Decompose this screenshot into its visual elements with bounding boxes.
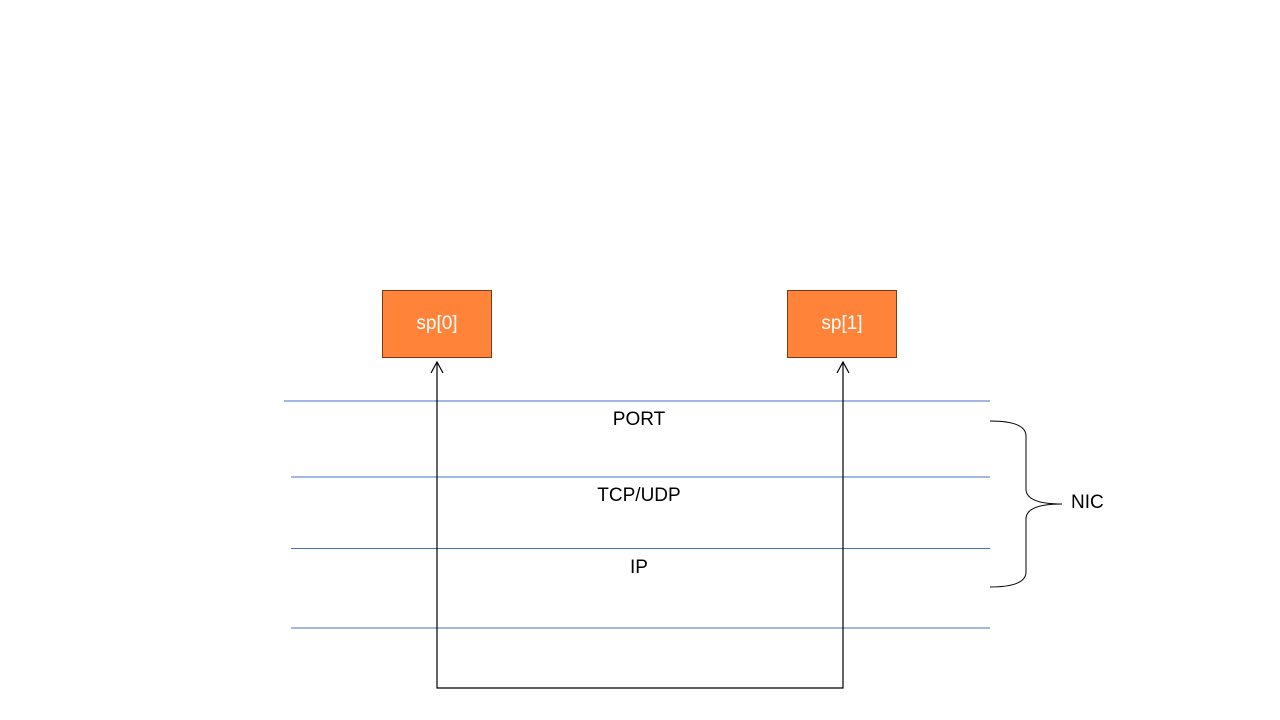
nic-brace [989,420,1063,588]
sp1-label: sp[1] [821,313,863,334]
loopback-connector [436,362,844,689]
layer-label-ip: IP [630,557,648,578]
nic-label: NIC [1071,492,1104,513]
arrowhead-sp1 [836,360,850,374]
sp1-box: sp[1] [787,290,897,358]
sp0-label: sp[0] [416,313,458,334]
sp0-box: sp[0] [382,290,492,358]
layer-label-tcp-udp: TCP/UDP [597,485,681,506]
layer-label-port: PORT [612,409,666,430]
arrowhead-sp0 [430,360,444,374]
